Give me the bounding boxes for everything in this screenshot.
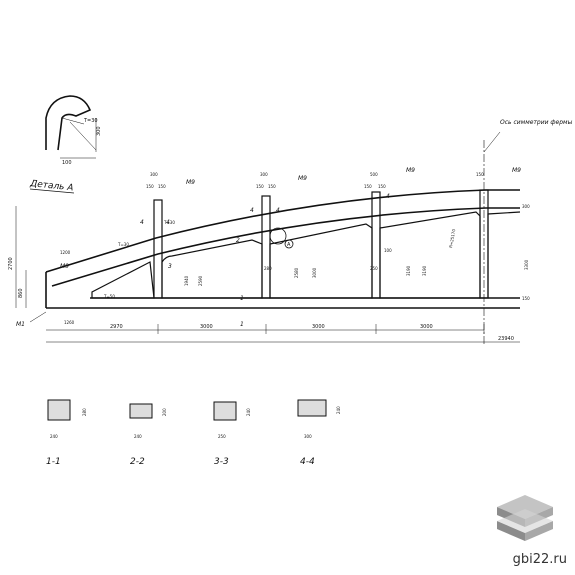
section-1-1: 240 280 1-1 <box>46 399 87 467</box>
m9-label-2: M9 <box>298 175 307 182</box>
section-4-c: 4 <box>250 207 254 214</box>
dim-150-e: 150 <box>364 184 372 189</box>
sec3-h: 240 <box>246 408 251 416</box>
dim-150-g: 150 <box>476 172 484 177</box>
dim-300-b: 300 <box>260 172 268 177</box>
dim-150-d: 150 <box>268 184 276 189</box>
detail-circle-label: А <box>287 242 291 248</box>
dim-150-b: 150 <box>158 184 166 189</box>
dim-1940: 1940 <box>184 275 189 286</box>
section-4-e: 4 <box>386 193 390 200</box>
sec4-w: 300 <box>304 434 312 439</box>
dim-3300: 3300 <box>524 259 529 270</box>
left-dims: 2700 860 M9 M1 1200 1260 T=30 T=50 T=30 <box>8 206 175 328</box>
dim-3190-b: 3190 <box>422 265 427 276</box>
dim-860: 860 <box>18 288 24 298</box>
section-1-b: 1 <box>240 321 244 328</box>
sec3-caption: 3-3 <box>214 457 229 467</box>
bottom-dims: 2970 3000 3000 3000 23940 <box>46 324 520 343</box>
detail-title: Деталь А <box>29 179 74 194</box>
symmetry-axis: Ось симметрии фермы <box>483 119 573 345</box>
sec1-caption: 1-1 <box>46 457 61 467</box>
inner-labels: 4 4 4 4 4 2 3 1 1 1940 2590 2580 3000 31… <box>140 193 530 328</box>
t30-left: T=30 <box>117 242 129 247</box>
sec4-h: 240 <box>336 406 341 414</box>
detail-t-label: T=30 <box>83 118 98 124</box>
m9-left: M9 <box>60 263 69 270</box>
axis-label: Ось симметрии фермы <box>500 119 573 126</box>
dim-3190: 3190 <box>406 265 411 276</box>
detail-w-label: 100 <box>62 160 72 166</box>
sections: 240 280 1-1 240 200 2-2 250 240 3-3 300 … <box>46 399 341 467</box>
dim-1200: 1200 <box>60 250 71 255</box>
dim-23940: 23940 <box>498 336 514 342</box>
section-3: 3 <box>168 263 172 270</box>
section-2-2: 240 200 2-2 <box>129 403 167 467</box>
dim-2590: 2590 <box>198 275 203 286</box>
sec2-caption: 2-2 <box>130 457 145 467</box>
sec3-w: 250 <box>218 434 226 439</box>
detail-a: T=30 300 100 Деталь А <box>29 95 102 194</box>
section-4-a: 4 <box>140 219 144 226</box>
t50-left: T=50 <box>103 294 115 299</box>
sec1-w: 240 <box>50 434 58 439</box>
sec2-w: 240 <box>134 434 142 439</box>
dim-100: 100 <box>384 248 392 253</box>
section-3-3: 250 240 3-3 <box>213 401 251 467</box>
truss: А <box>45 189 521 309</box>
section-4-b: 4 <box>166 219 170 226</box>
dim-2580: 2580 <box>294 267 299 278</box>
dim-3000: 3000 <box>312 267 317 278</box>
dim-150-c: 150 <box>256 184 264 189</box>
m1-left: M1 <box>16 321 25 328</box>
dim-1260: 1260 <box>64 320 75 325</box>
dim-3000-c: 3000 <box>420 324 433 330</box>
dim-280: 280 <box>264 266 272 271</box>
m9-label-3: M9 <box>406 167 415 174</box>
radius-label: R=25170 <box>448 228 456 248</box>
t30-upper: T=30 <box>163 220 175 225</box>
top-marks: M9 M9 M9 M9 300 150 150 300 150 150 500 … <box>146 167 521 189</box>
section-2: 2 <box>236 237 240 244</box>
dim-3000-b: 3000 <box>312 324 325 330</box>
dim-300-in: 300 <box>522 204 530 209</box>
m9-label-4: M9 <box>512 167 521 174</box>
detail-h-label: 300 <box>96 126 102 136</box>
sec2-h: 200 <box>162 408 167 416</box>
sec1-h: 280 <box>82 408 87 416</box>
section-4-d: 4 <box>276 207 280 214</box>
m9-label-1: M9 <box>186 179 195 186</box>
site-url: gbi22.ru <box>512 552 567 567</box>
section-4-4: 300 240 4-4 <box>297 399 341 467</box>
dim-2970: 2970 <box>110 324 123 330</box>
dim-2700: 2700 <box>8 257 14 270</box>
dim-3000-a: 3000 <box>200 324 213 330</box>
dim-250: 250 <box>370 266 378 271</box>
site-logo <box>497 495 553 541</box>
dim-150-a: 150 <box>146 184 154 189</box>
dim-300-a: 300 <box>150 172 158 177</box>
sec4-caption: 4-4 <box>300 457 315 467</box>
dim-150-in: 150 <box>522 296 530 301</box>
section-1-a: 1 <box>240 295 244 302</box>
dim-500: 500 <box>370 172 378 177</box>
dim-150-f: 150 <box>378 184 386 189</box>
